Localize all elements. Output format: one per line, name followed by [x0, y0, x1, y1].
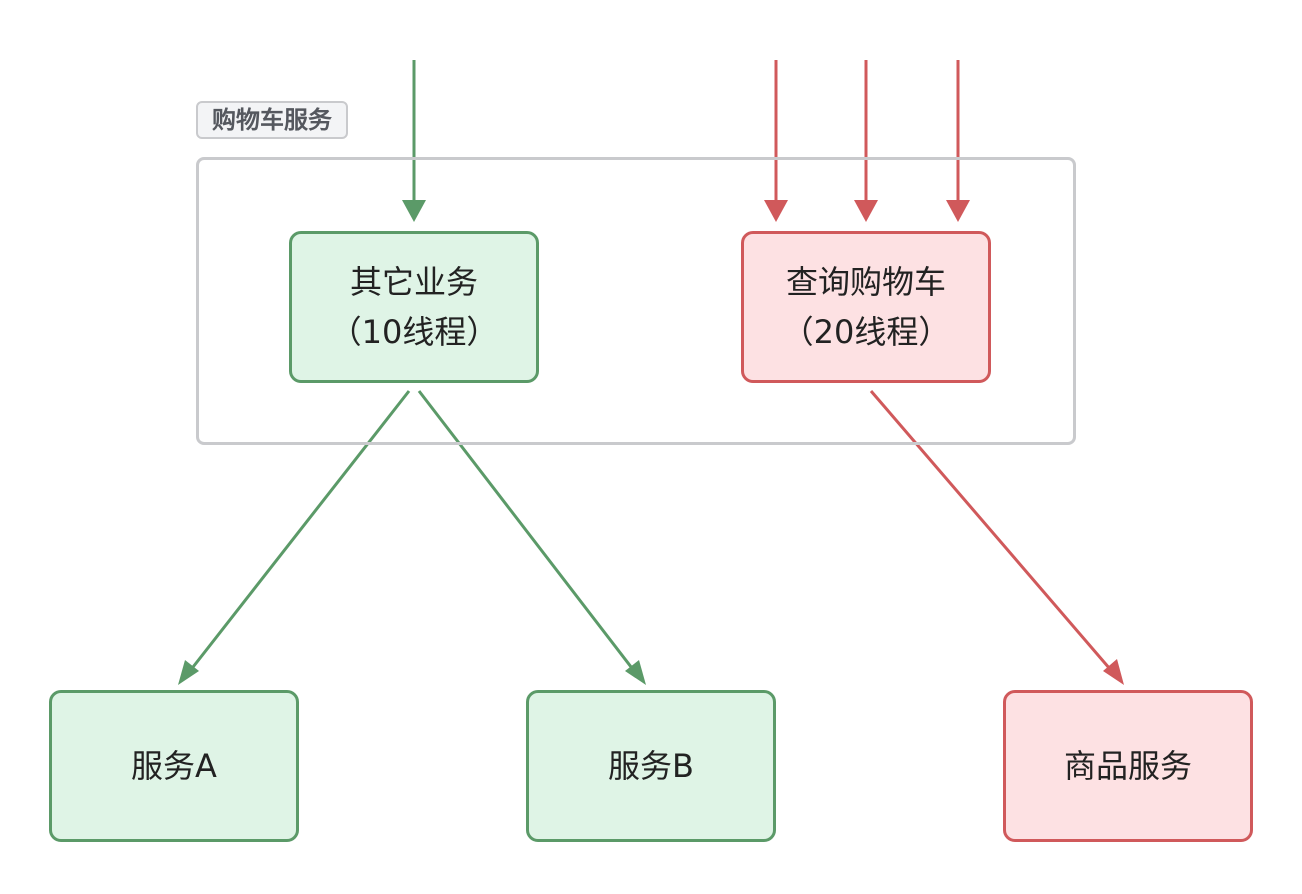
cart-service-group-label: 购物车服务	[196, 101, 348, 139]
node-other-business[interactable]: 其它业务 （10线程）	[289, 231, 539, 383]
node-service-a[interactable]: 服务A	[49, 690, 299, 842]
edge-other-to-service-a-head	[178, 660, 199, 685]
incoming-arrowhead-other-business	[402, 200, 426, 222]
node-query-cart[interactable]: 查询购物车 （20线程）	[741, 231, 991, 383]
node-service-a-label: 服务A	[131, 747, 217, 785]
node-goods-service[interactable]: 商品服务	[1003, 690, 1253, 842]
edge-query-to-goods-head	[1103, 659, 1124, 685]
node-other-business-title: 其它业务	[349, 263, 478, 301]
edge-other-to-service-b	[417, 390, 640, 677]
node-service-b-label: 服务B	[608, 747, 694, 785]
node-service-b[interactable]: 服务B	[526, 690, 776, 842]
incoming-arrowhead-query-cart-1	[764, 200, 788, 222]
edge-query-to-goods	[869, 390, 1118, 677]
cart-service-group-box	[196, 157, 1076, 445]
node-goods-service-label: 商品服务	[1063, 747, 1192, 785]
incoming-arrowhead-query-cart-3	[946, 200, 970, 222]
node-other-business-threads: （10线程）	[329, 313, 499, 351]
incoming-arrowhead-query-cart-2	[854, 200, 878, 222]
node-query-cart-threads: （20线程）	[781, 313, 951, 351]
node-query-cart-title: 查询购物车	[785, 263, 946, 301]
edge-other-to-service-a	[184, 390, 411, 677]
edge-other-to-service-b-head	[625, 660, 646, 685]
